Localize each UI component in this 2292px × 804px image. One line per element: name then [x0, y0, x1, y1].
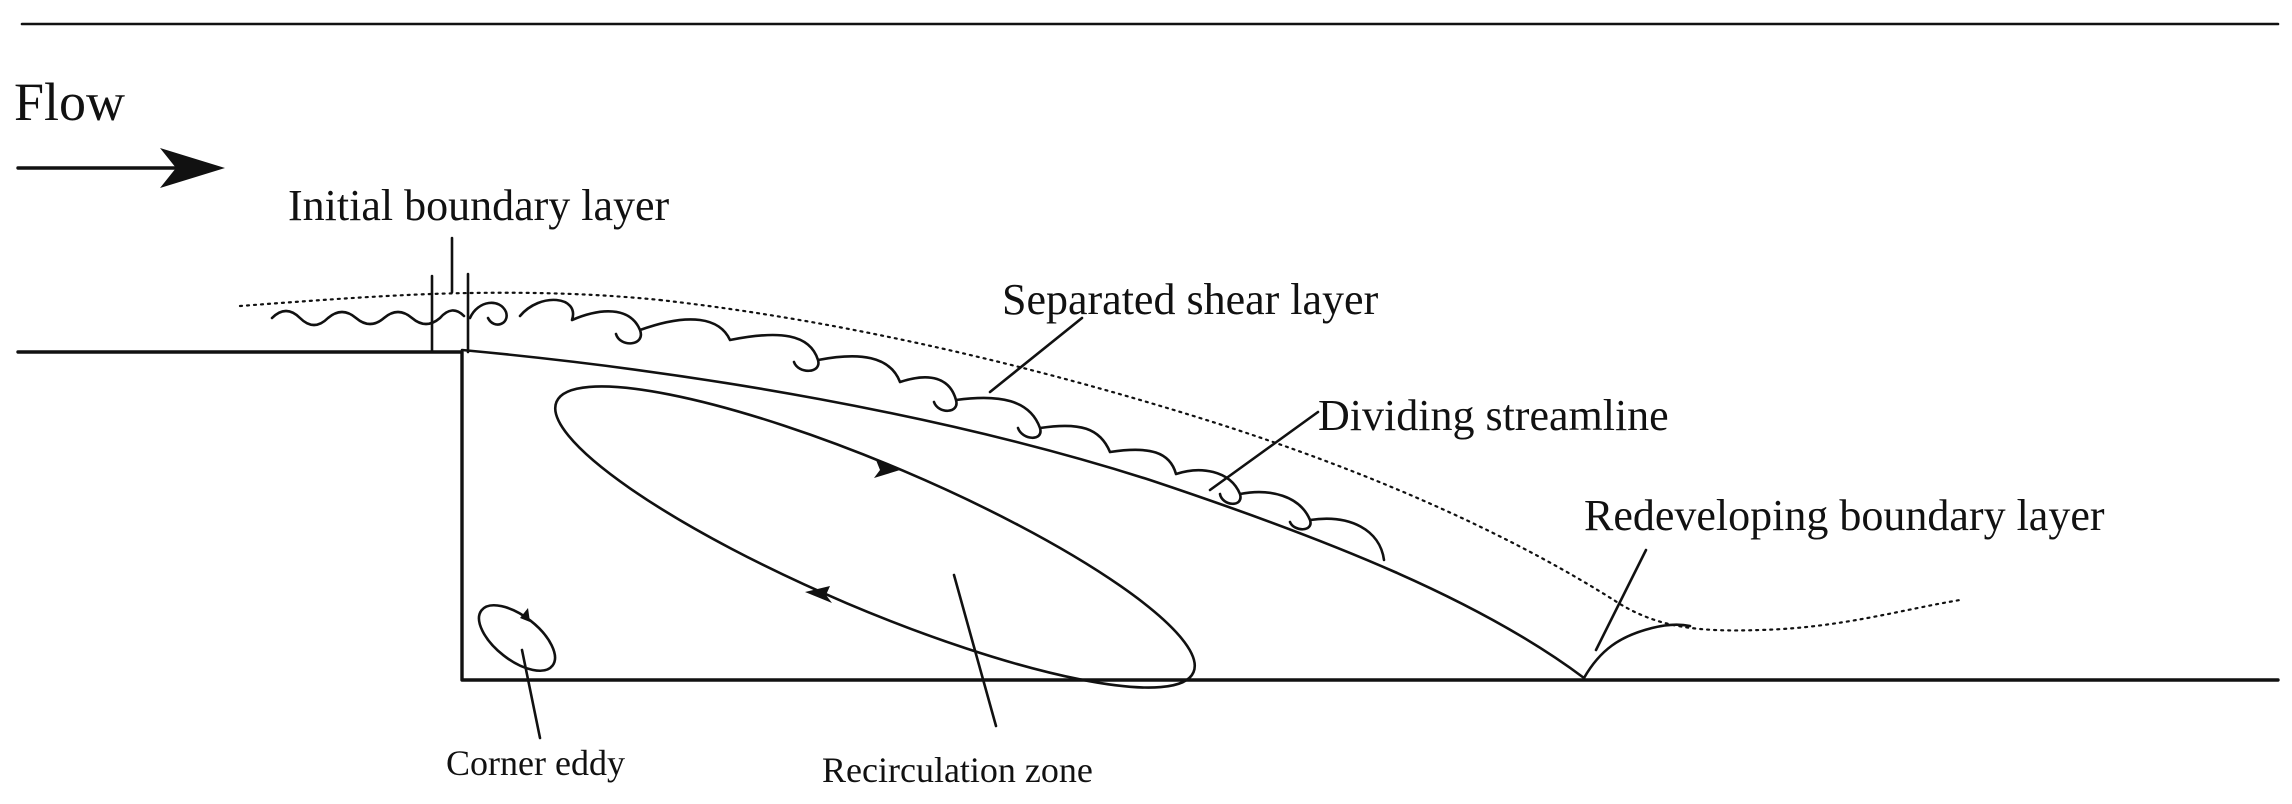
recirculation-zone-loop	[553, 385, 1197, 689]
dividing-streamline	[460, 348, 1586, 680]
upstream-boundary-layer-edge	[238, 291, 662, 308]
flow-arrow-icon	[16, 148, 225, 188]
corner-eddy-loop	[477, 604, 557, 672]
leader-recirculation-zone	[952, 573, 998, 728]
redeveloping-boundary-layer-label: Redeveloping boundary layer	[1584, 491, 2105, 540]
redeveloping-boundary-layer	[1582, 623, 1692, 680]
upstream-eddies	[270, 309, 466, 327]
leader-dividing-streamline	[1208, 410, 1320, 492]
step-wall	[16, 350, 2280, 682]
recirculation-arrow-upper-icon	[874, 460, 900, 478]
flow-label: Flow	[14, 72, 125, 132]
separated-shear-layer-label: Separated shear layer	[1002, 275, 1379, 324]
initial-boundary-layer-marks	[430, 236, 470, 354]
leader-corner-eddy	[520, 648, 542, 740]
shear-layer-vortices	[468, 298, 1386, 562]
recirculation-arrow-lower-icon	[805, 586, 832, 603]
corner-eddy-label: Corner eddy	[446, 743, 625, 783]
initial-boundary-layer-label: Initial boundary layer	[288, 181, 670, 230]
leader-separated-shear-layer	[988, 316, 1084, 394]
leader-redeveloping-boundary-layer	[1594, 548, 1648, 652]
recirculation-zone-label: Recirculation zone	[822, 750, 1093, 790]
shear-layer-outer-edge	[658, 298, 1962, 632]
dividing-streamline-label: Dividing streamline	[1318, 391, 1669, 440]
